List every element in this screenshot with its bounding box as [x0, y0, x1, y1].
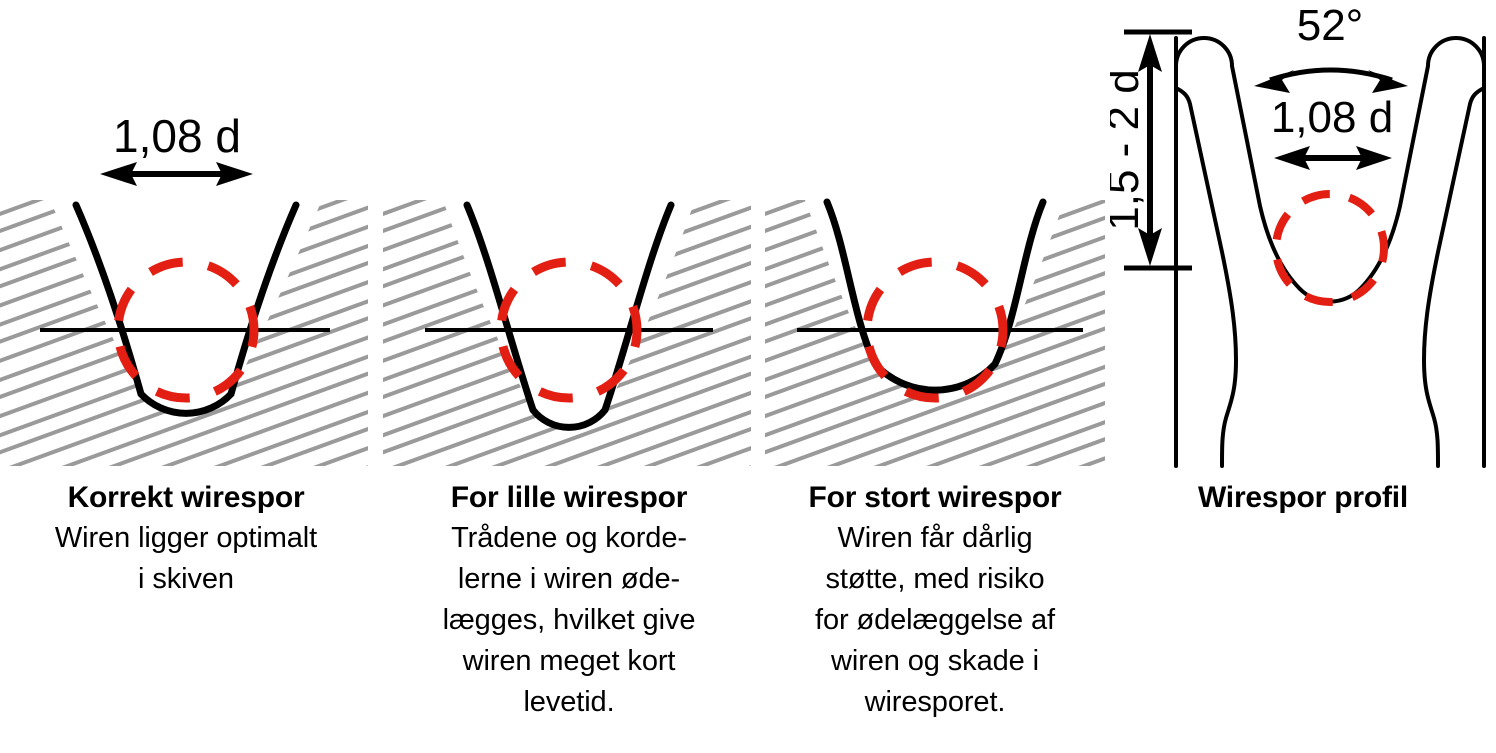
dimension-label-width: 1,08 d	[113, 110, 241, 162]
groove-drawing-too-large	[765, 198, 1105, 466]
depth-dimension: 1,5 - 2 d	[1110, 29, 1192, 271]
panel-for-stort-wirespor: For stort wirespor Wiren får dårlig støt…	[765, 0, 1105, 753]
caption-body: Wiren ligger optimalt i skiven	[0, 518, 372, 600]
dimension-arrow-width	[100, 162, 253, 186]
width-dimension: 1,08 d	[1271, 93, 1393, 170]
groove-outline	[823, 198, 1047, 394]
caption-title: For stort wirespor	[808, 481, 1062, 514]
caption-title: For lille wirespor	[450, 481, 688, 514]
caption-body: Trådene og korde- lerne i wiren øde- læg…	[383, 518, 755, 723]
rope-circle	[113, 257, 259, 403]
caption-line: levetid.	[523, 686, 615, 718]
depth-label: 1,5 - 2 d	[1110, 69, 1148, 230]
sheave-profile-outline	[1174, 36, 1486, 468]
caption-line: wiren meget kort	[462, 645, 676, 677]
groove-outline	[463, 201, 675, 431]
caption-line: støtte, med risiko	[825, 563, 1045, 595]
caption-body: Wiren får dårlig støtte, med risiko for …	[765, 518, 1105, 723]
caption-for-lille: For lille wirespor Trådene og korde- ler…	[383, 481, 755, 723]
caption-line: for ødelæggelse af	[815, 604, 1055, 636]
caption-for-stort: For stort wirespor Wiren får dårlig støt…	[765, 481, 1105, 723]
caption-line: i skiven	[138, 563, 234, 595]
caption-title: Korrekt wirespor	[67, 481, 305, 514]
panel-korrekt-wirespor: 1,08 d Korrekt wirespor Wiren ligger opt…	[0, 0, 372, 753]
rope-circle	[862, 257, 1008, 403]
rope-circle	[1272, 190, 1388, 306]
caption-line: Wiren får dårlig	[837, 522, 1033, 554]
groove-drawing-too-small	[383, 200, 751, 466]
caption-wirespor-profil: Wirespor profil	[1110, 481, 1496, 515]
groove-profile-drawing: 1,5 - 2 d 52°	[1110, 1, 1486, 468]
caption-line: lægges, hvilket give	[442, 604, 696, 636]
caption-line: wiren og skade i	[831, 645, 1039, 677]
rope-circle	[496, 257, 642, 403]
dimension-label-width: 1,08 d	[1271, 93, 1393, 142]
groove-drawing-correct: 1,08 d	[0, 110, 368, 466]
caption-title: Wirespor profil	[1197, 481, 1409, 514]
caption-line: lerne i wiren øde-	[457, 563, 681, 595]
caption-line: Wiren ligger optimalt	[54, 522, 318, 554]
caption-line: wiresporet.	[864, 686, 1006, 718]
angle-dimension: 52°	[1254, 1, 1408, 93]
panel-for-lille-wirespor: For lille wirespor Trådene og korde- ler…	[383, 0, 755, 753]
caption-korrekt: Korrekt wirespor Wiren ligger optimalt i…	[0, 481, 372, 600]
angle-label: 52°	[1297, 1, 1364, 50]
groove-outline	[72, 201, 300, 417]
caption-line: Trådene og korde-	[451, 522, 687, 554]
panel-wirespor-profil: 1,5 - 2 d 52°	[1110, 0, 1496, 753]
